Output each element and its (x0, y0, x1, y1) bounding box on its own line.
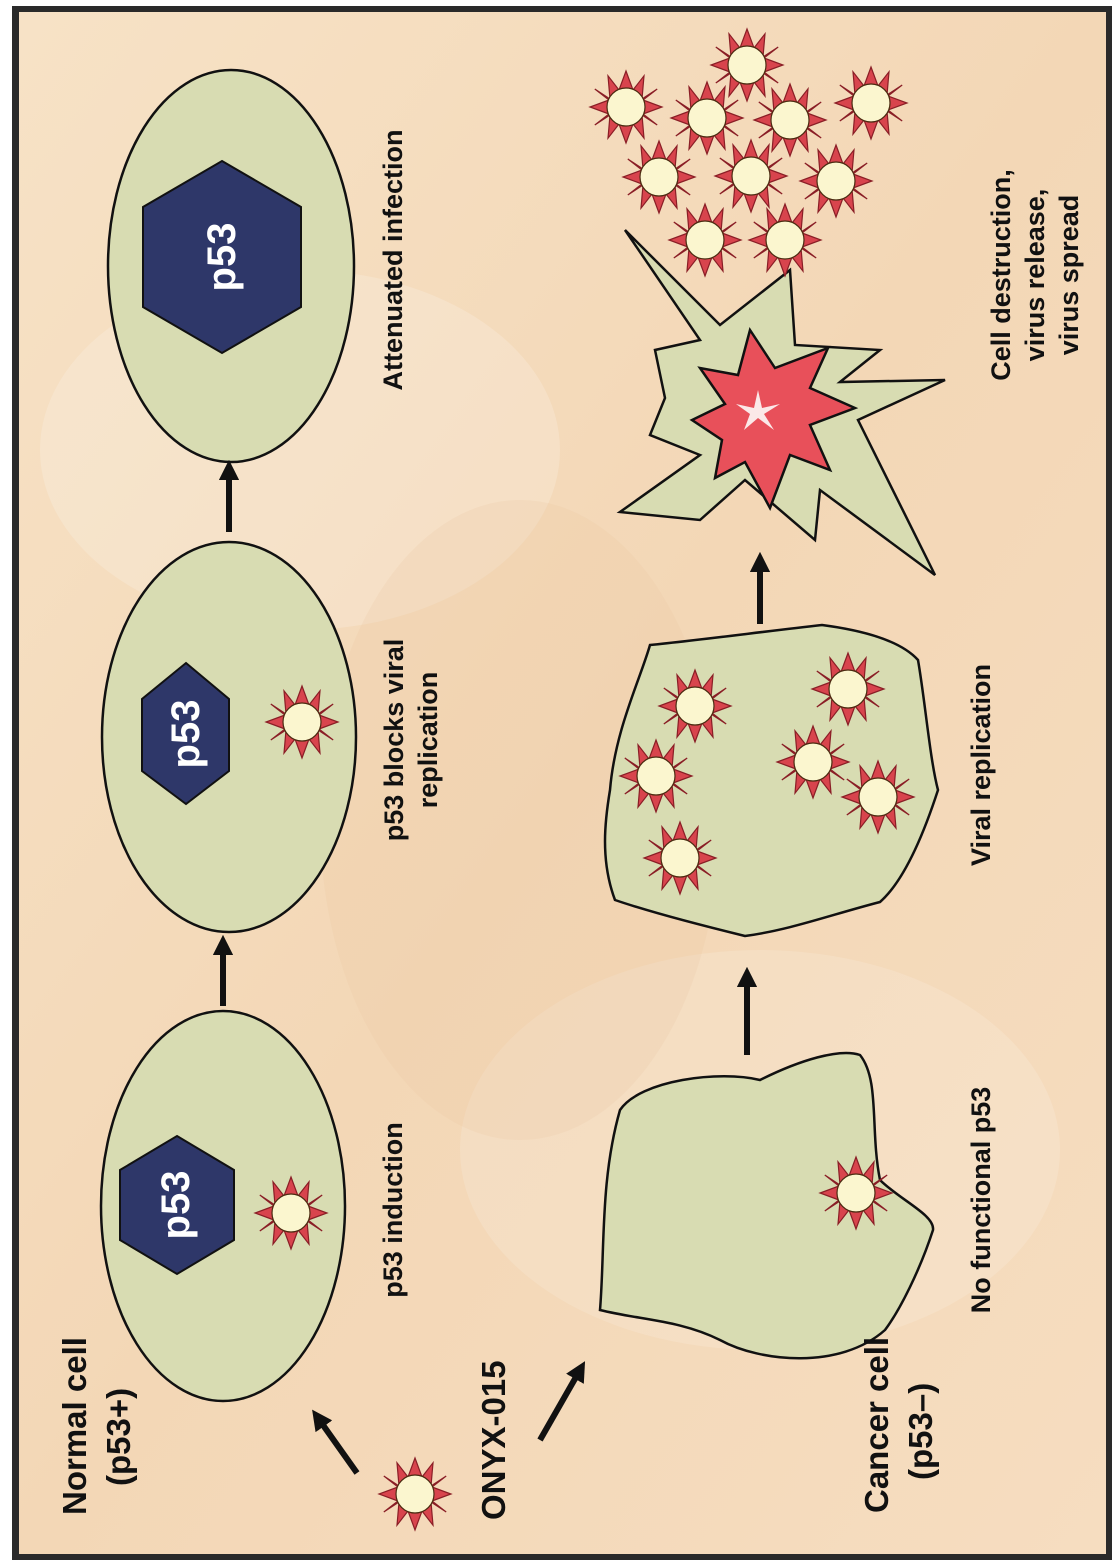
normal-cell-step2: p53 (102, 542, 356, 932)
p53-label: p53 (154, 1171, 198, 1240)
caption-viral-replication: Viral replication (966, 664, 996, 866)
caption-no-functional-p53: No functional p53 (966, 1087, 996, 1314)
caption-p53-blocks-line2: replication (413, 672, 443, 809)
caption-cell-destruction-line2: virus release, (1020, 189, 1050, 362)
caption-p53-induction: p53 induction (378, 1122, 408, 1298)
p53-label: p53 (200, 223, 244, 292)
normal-cell-step1: p53 (101, 1011, 345, 1401)
normal-cell-title: Normal cell (56, 1337, 93, 1515)
normal-cell-subtitle: (p53+) (100, 1388, 137, 1486)
cancer-cell-subtitle: (p53–) (902, 1383, 939, 1480)
caption-p53-blocks-line1: p53 blocks viral (379, 639, 409, 842)
caption-cell-destruction-line3: virus spread (1054, 195, 1084, 356)
normal-cell-step3: p53 (108, 70, 354, 462)
cancer-cell-step2 (605, 625, 938, 936)
p53-label: p53 (164, 700, 208, 769)
caption-cell-destruction-line1: Cell destruction, (986, 169, 1016, 381)
caption-attenuated-infection: Attenuated infection (378, 130, 408, 391)
onyx-label: ONYX-015 (475, 1360, 512, 1520)
cancer-cell-title: Cancer cell (858, 1337, 895, 1513)
